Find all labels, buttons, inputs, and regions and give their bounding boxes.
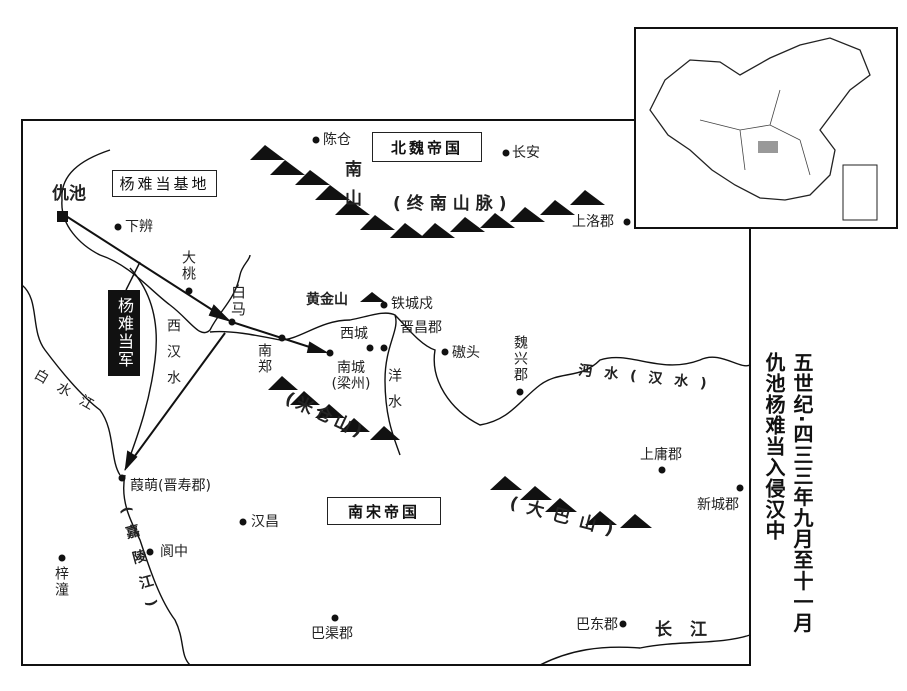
place-xicheng: 西城: [340, 326, 368, 342]
place-jiameng: 葭萌(晋寿郡): [130, 478, 211, 494]
place-badong: 巴东郡: [576, 617, 618, 633]
place-aotou: 磝头: [452, 345, 480, 361]
place-tiechengshu: 铁城戍: [391, 296, 433, 312]
place-weixing: 魏兴郡: [512, 335, 528, 383]
place-hanchang: 汉昌: [251, 514, 279, 530]
place-datao: 大桃: [180, 250, 196, 282]
place-nanzheng: 南郑: [256, 343, 272, 375]
place-chencang: 陈仓: [323, 132, 351, 148]
inset-frame: [634, 27, 898, 229]
state-label-liu-song: 南宋帝国: [327, 497, 441, 525]
inset-internal-borders: [699, 89, 811, 176]
inset-highlight: [758, 141, 778, 153]
mountain-ranges: [250, 145, 652, 528]
capital-label: 仇池: [52, 184, 86, 204]
place-baqu: 巴渠郡: [311, 626, 353, 642]
inset-south-sea-box: [842, 164, 878, 221]
river-yang: 洋水: [386, 368, 402, 420]
mountain-nanshan: 南山: [341, 160, 361, 218]
place-shangluo: 上洛郡: [572, 214, 614, 230]
place-changan: 长安: [512, 145, 540, 161]
army-label: 杨难当军: [108, 290, 140, 376]
place-zitong: 梓潼: [53, 566, 69, 598]
river-changjiang: 长江: [655, 620, 725, 640]
river-xihan: 西汉水: [165, 318, 181, 396]
map-title-date: 五世纪·四三三年九月至十一月: [790, 352, 814, 634]
map-title-event: 仇池杨难当入侵汉中: [762, 352, 786, 541]
army-routes: [65, 215, 329, 472]
place-baima: 白马: [229, 284, 247, 318]
mountain-huangjin: 黄金山: [306, 292, 348, 308]
place-langzhong: 阆中: [160, 544, 188, 560]
rivers: [21, 149, 751, 666]
place-xincheng: 新城郡: [697, 497, 739, 513]
place-xiabian: 下辨: [125, 219, 153, 235]
place-shangyong: 上庸郡: [640, 447, 682, 463]
place-nancheng: 南城(梁州): [331, 360, 371, 392]
base-label: 杨难当基地: [112, 170, 217, 197]
state-label-northern-wei: 北魏帝国: [372, 132, 482, 162]
place-jinchang: 晋昌郡: [400, 320, 442, 336]
mountain-zhongnan: (终南山脉): [393, 194, 513, 214]
inset-china-outline: [649, 37, 871, 201]
place-dots: [57, 136, 744, 628]
